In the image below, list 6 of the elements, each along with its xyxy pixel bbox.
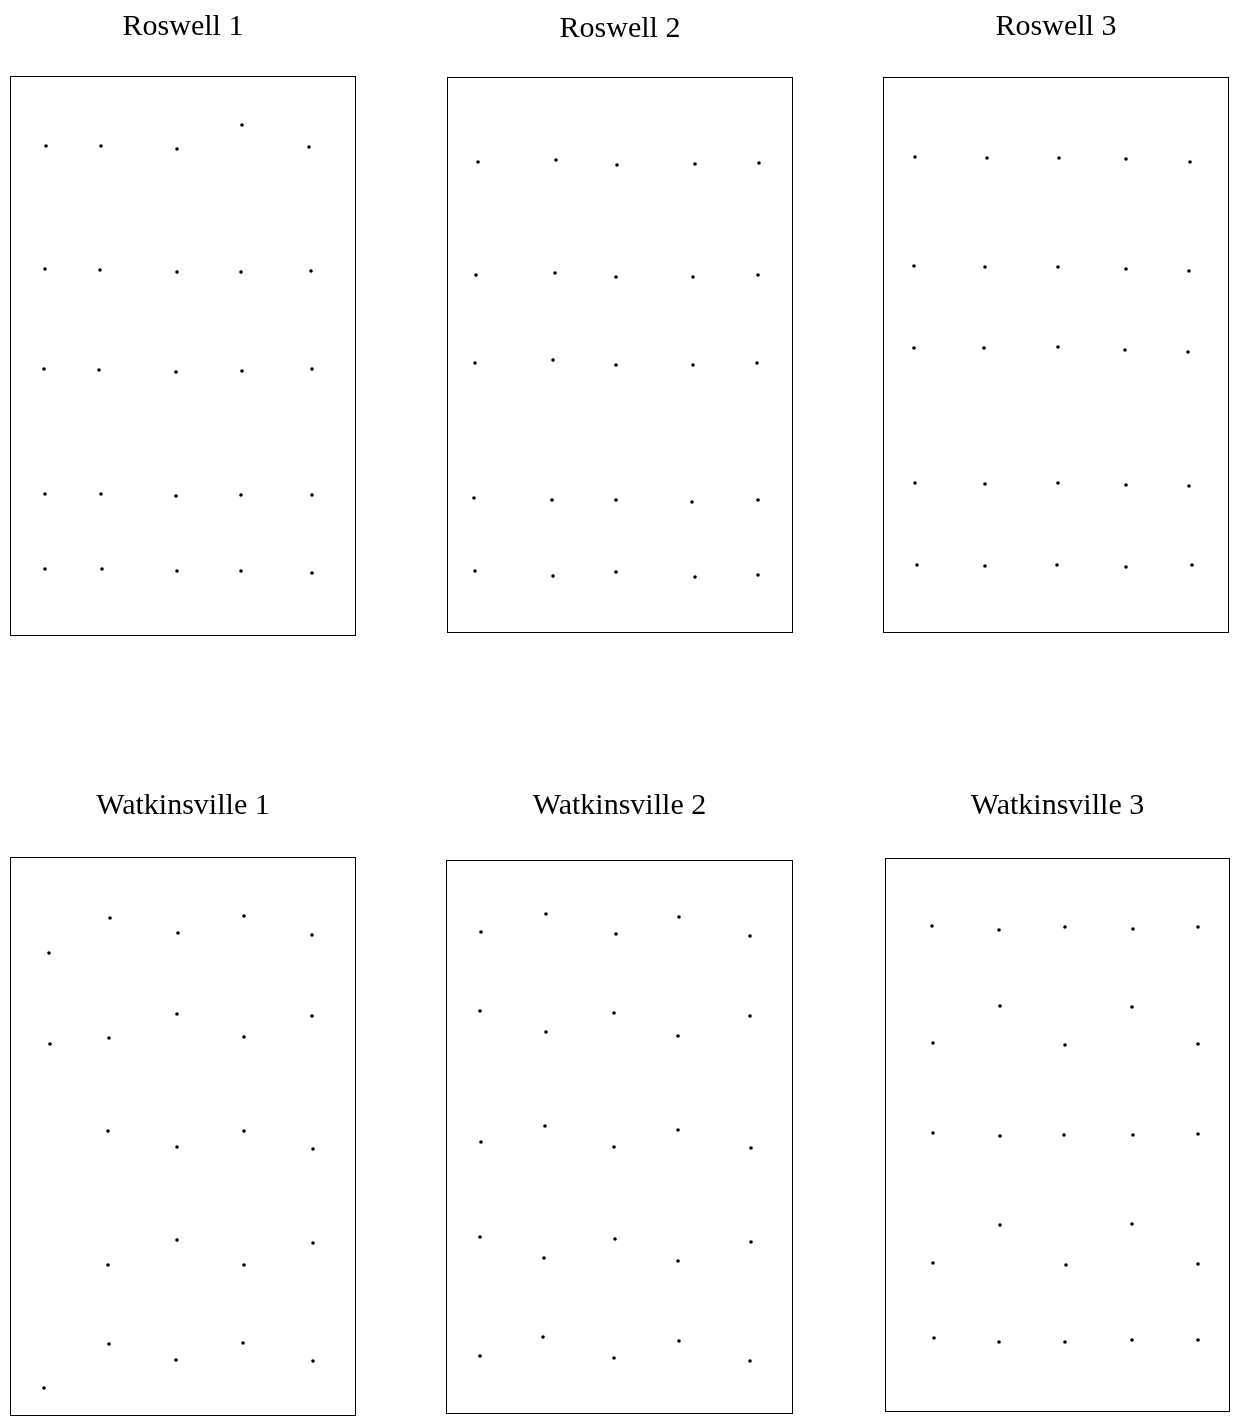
plot-title: Roswell 3 [995, 8, 1117, 42]
plot-title: Watkinsville 2 [532, 787, 707, 821]
plot-title: Watkinsville 3 [970, 787, 1145, 821]
plot-title: Roswell 1 [122, 8, 244, 42]
plot-title: Roswell 2 [559, 10, 681, 44]
plot-title: Watkinsville 1 [96, 787, 270, 821]
